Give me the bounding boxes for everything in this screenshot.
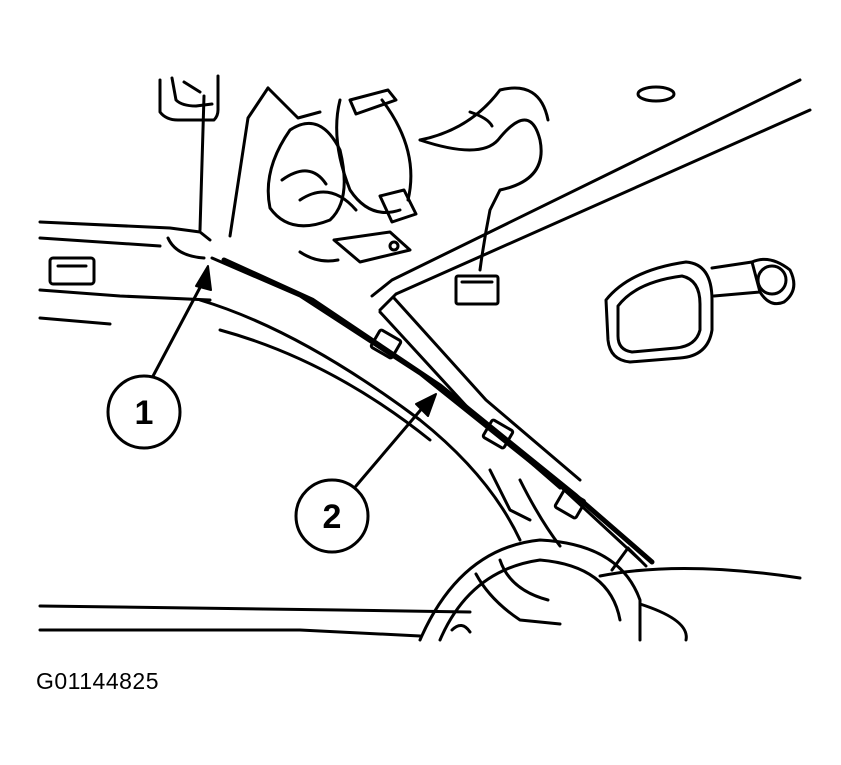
dome-light-plate xyxy=(48,256,96,286)
callout-2-number: 2 xyxy=(323,498,342,536)
headliner-outline xyxy=(38,86,322,326)
a-pillar-trim xyxy=(198,78,812,565)
callout-1: 1 xyxy=(106,265,212,450)
wiring-harness xyxy=(266,86,550,306)
dashboard-steering-wheel xyxy=(38,468,802,642)
visor-clip xyxy=(158,74,220,122)
pillar-clips xyxy=(369,328,587,520)
callout-2: 2 xyxy=(294,393,437,554)
rear-view-mirror xyxy=(604,257,796,364)
callout-1-number: 1 xyxy=(135,394,154,432)
roof-marker xyxy=(636,85,676,103)
figure-code: G01144825 xyxy=(36,668,160,694)
